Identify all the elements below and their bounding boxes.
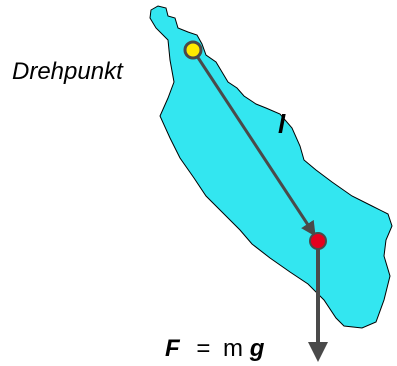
length-arrow (191, 49, 316, 237)
force-equals: = (196, 335, 210, 362)
force-symbol: F (165, 335, 181, 362)
pivot-label: Drehpunkt (12, 58, 124, 85)
force-gravity: g (249, 335, 265, 362)
length-label: l (278, 109, 286, 139)
force-formula: F = m g (165, 335, 265, 362)
force-mass: m (223, 335, 243, 362)
center-of-mass-point (309, 232, 327, 250)
pivot-point (183, 40, 203, 60)
